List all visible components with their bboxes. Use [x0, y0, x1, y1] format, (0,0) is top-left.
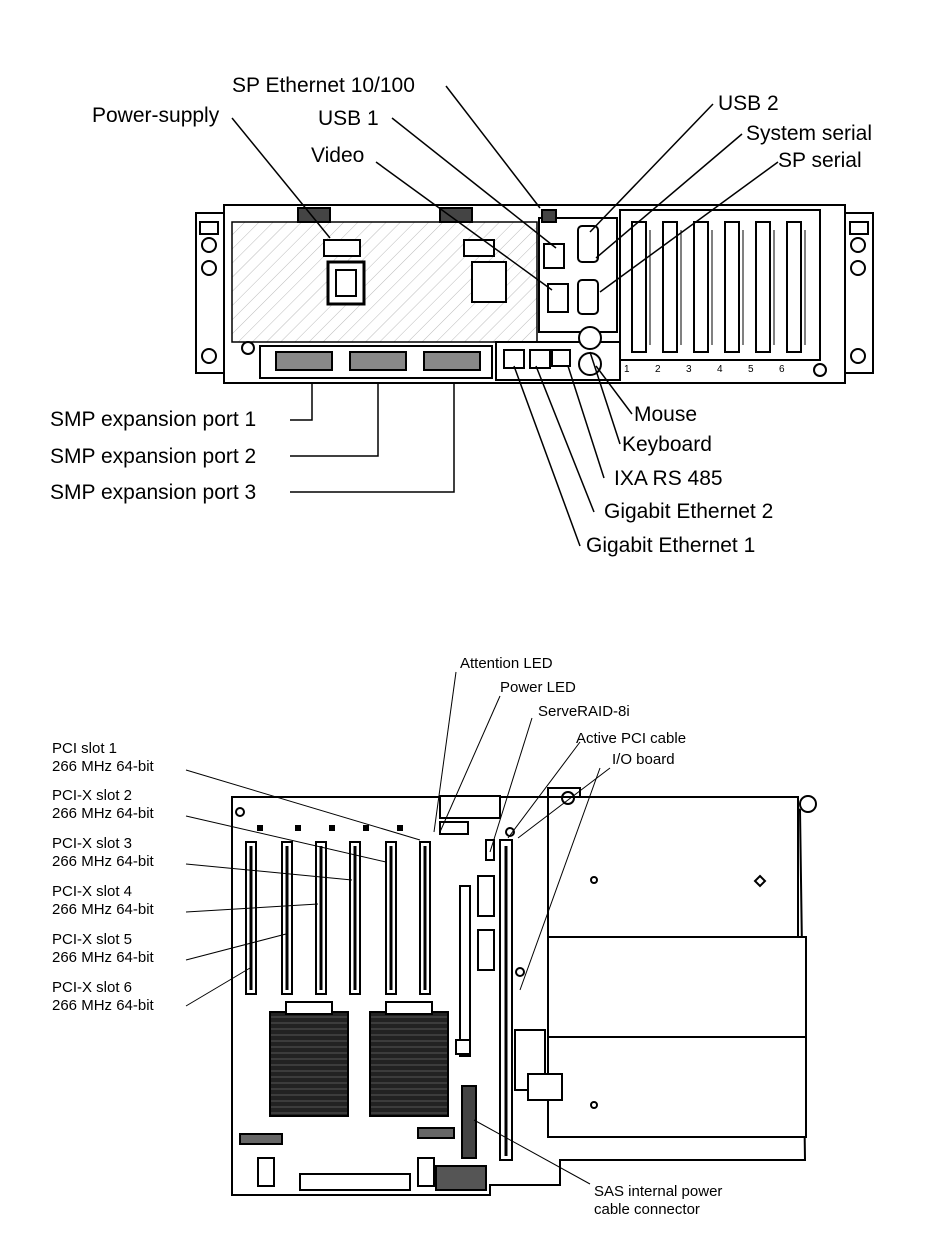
label-system-serial: System serial [746, 122, 873, 145]
label-pci-slot-4: PCI-X slot 4 266 MHz 64-bit [52, 883, 154, 919]
label-smp-port-1: SMP expansion port 1 [50, 408, 257, 431]
pci-slot-speed: 266 MHz 64-bit [52, 901, 154, 918]
label-pci-slot-5: PCI-X slot 5 266 MHz 64-bit [52, 931, 154, 967]
label-pci-slot-6: PCI-X slot 6 266 MHz 64-bit [52, 979, 154, 1015]
rear-slot-number: 6 [779, 364, 785, 375]
rear-slot-number: 5 [748, 364, 754, 375]
rear-slot-numbers: 1 2 3 4 5 6 [624, 364, 785, 375]
label-video: Video [311, 144, 365, 167]
pci-slot-speed: 266 MHz 64-bit [52, 805, 154, 822]
label-pci-slot-2: PCI-X slot 2 266 MHz 64-bit [52, 787, 154, 823]
pci-slot-name: PCI-X slot 2 [52, 787, 133, 804]
sas-label-line-1: SAS internal power [594, 1183, 723, 1200]
label-smp-port-3: SMP expansion port 3 [50, 481, 257, 504]
system-board-callout-lines [185, 671, 611, 1185]
pci-slot-name: PCI-X slot 6 [52, 979, 133, 996]
rear-slot-number: 2 [655, 364, 661, 375]
label-usb1: USB 1 [318, 107, 379, 130]
label-io-board: I/O board [612, 751, 675, 768]
label-power-supply: Power-supply [92, 104, 220, 127]
pci-slot-speed: 266 MHz 64-bit [52, 997, 154, 1014]
label-usb2: USB 2 [718, 92, 779, 115]
pci-slot-name: PCI-X slot 4 [52, 883, 133, 900]
rear-slot-number: 1 [624, 364, 630, 375]
label-keyboard: Keyboard [622, 433, 712, 456]
rear-slot-number: 4 [717, 364, 723, 375]
pci-slot-speed: 266 MHz 64-bit [52, 853, 154, 870]
pci-slot-name: PCI-X slot 3 [52, 835, 133, 852]
label-gigabit-ethernet-1: Gigabit Ethernet 1 [586, 534, 756, 557]
label-pci-slot-1: PCI slot 1 266 MHz 64-bit [52, 740, 154, 776]
label-pci-slot-3: PCI-X slot 3 266 MHz 64-bit [52, 835, 154, 871]
label-sp-ethernet: SP Ethernet 10/100 [232, 74, 415, 97]
pci-slot-name: PCI slot 1 [52, 740, 118, 757]
label-serveraid: ServeRAID-8i [538, 703, 630, 720]
label-ixa-rs485: IXA RS 485 [614, 467, 723, 490]
label-sas-connector: SAS internal power cable connector [594, 1183, 722, 1219]
label-smp-port-2: SMP expansion port 2 [50, 445, 257, 468]
system-board [231, 787, 817, 1196]
label-gigabit-ethernet-2: Gigabit Ethernet 2 [604, 500, 774, 523]
label-attention-led: Attention LED [460, 655, 553, 672]
label-power-led: Power LED [500, 679, 576, 696]
pci-slot-name: PCI-X slot 5 [52, 931, 133, 948]
label-sp-serial: SP serial [778, 149, 862, 172]
sas-label-line-2: cable connector [594, 1201, 700, 1218]
label-mouse: Mouse [634, 403, 698, 426]
rear-panel-callout-lines [231, 85, 779, 547]
pci-slot-speed: 266 MHz 64-bit [52, 949, 154, 966]
label-active-pci-cable: Active PCI cable [576, 730, 687, 747]
pci-slot-speed: 266 MHz 64-bit [52, 758, 154, 775]
rear-panel-chassis [195, 204, 874, 384]
rear-slot-number: 3 [686, 364, 692, 375]
